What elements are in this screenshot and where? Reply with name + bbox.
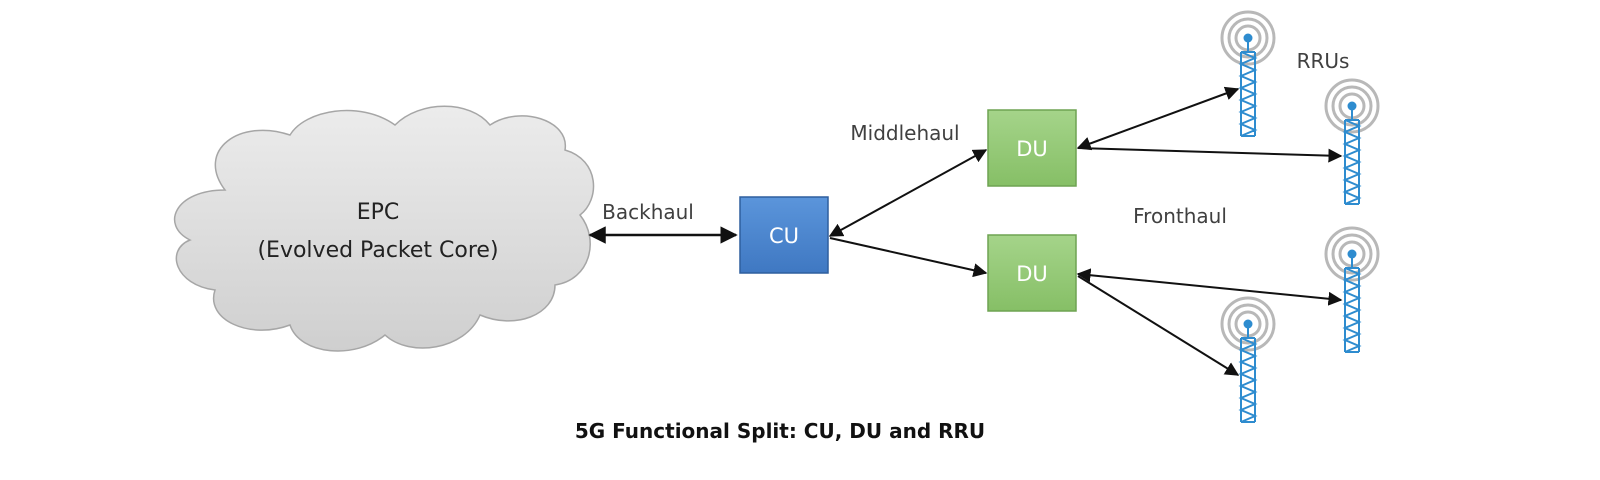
- tower-lattice: [1342, 119, 1362, 205]
- rru-tower-icon: [1220, 10, 1276, 137]
- du-node-bottom: DU: [987, 234, 1077, 312]
- backhaul-label: Backhaul: [602, 200, 694, 224]
- du-box-top: [987, 109, 1077, 187]
- signal-wave: [1227, 17, 1269, 59]
- fronthaul-label: Fronthaul: [1133, 204, 1227, 228]
- cu-node: CU: [739, 196, 829, 274]
- rru-tower-icon: [1324, 226, 1380, 353]
- signal-wave: [1324, 226, 1380, 282]
- cu-box: [739, 196, 829, 274]
- fronthaul-links: Fronthaul: [1076, 86, 1343, 376]
- middlehaul-links: Middlehaul: [828, 121, 988, 278]
- rru-tower-icon: [1220, 296, 1276, 423]
- du-node-top: DU: [987, 109, 1077, 187]
- epc-label: EPC: [357, 200, 400, 225]
- du-label-bottom: DU: [1016, 262, 1048, 286]
- cu-label: CU: [769, 224, 799, 248]
- tower-lattice: [1238, 51, 1258, 137]
- rru-towers: [1220, 10, 1380, 423]
- backhaul-link: Backhaul: [588, 200, 738, 244]
- signal-wave: [1220, 10, 1276, 66]
- signal-wave: [1227, 303, 1269, 345]
- middlehaul-arrow-top: [828, 149, 988, 237]
- diagram-caption: 5G Functional Split: CU, DU and RRU: [575, 419, 985, 443]
- signal-wave: [1331, 85, 1373, 127]
- signal-wave: [1331, 233, 1373, 275]
- signal-wave: [1220, 296, 1276, 352]
- middlehaul-arrow-bottom: [829, 237, 988, 278]
- fronthaul-arrow-3: [1076, 268, 1343, 306]
- middlehaul-label: Middlehaul: [850, 121, 959, 145]
- du-label-top: DU: [1016, 137, 1048, 161]
- tower-lattice: [1342, 267, 1362, 353]
- fronthaul-arrow-1: [1076, 86, 1240, 151]
- signal-wave: [1324, 78, 1380, 134]
- rru-tower-icon: [1324, 78, 1380, 205]
- du-box-bottom: [987, 234, 1077, 312]
- cloud-shape: [173, 105, 595, 352]
- fronthaul-arrow-2: [1077, 147, 1343, 163]
- rrus-label: RRUs: [1297, 49, 1350, 73]
- epc-full-name: (Evolved Packet Core): [257, 238, 498, 263]
- tower-lattice: [1238, 337, 1258, 423]
- epc-cloud: EPC (Evolved Packet Core): [173, 105, 595, 352]
- fronthaul-arrow-4: [1077, 275, 1240, 376]
